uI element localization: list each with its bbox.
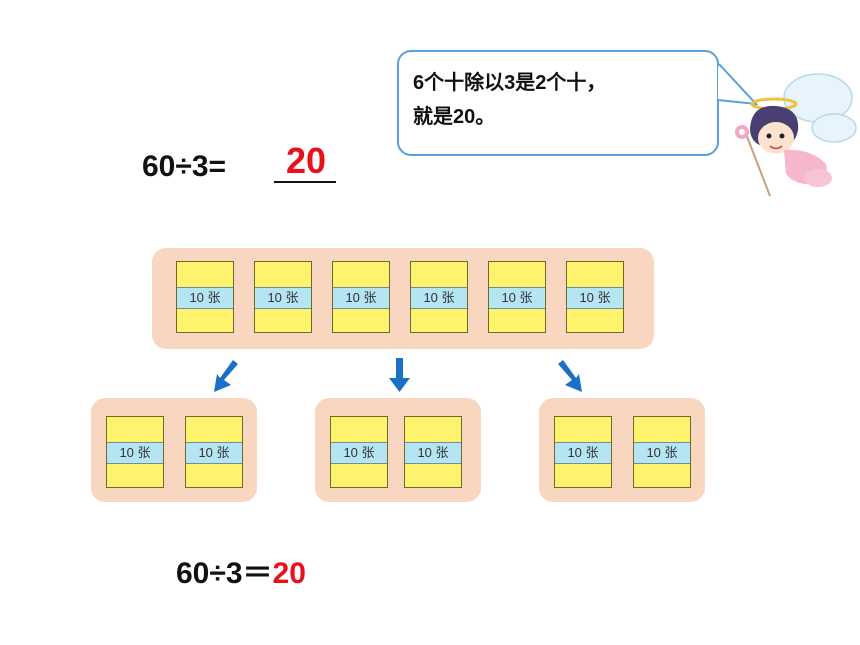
pack-label: 10 张 [107, 442, 163, 464]
paper-pack: 10 张 [554, 416, 612, 488]
speech-line-1: 6个十除以3是2个十， [413, 72, 607, 94]
bottom-equation: 60÷3＝20 [176, 548, 306, 592]
divided-group-2: 10 张 10 张 [315, 398, 481, 502]
speech-bubble: 6个十除以3是2个十， 就是20。 [397, 50, 719, 156]
pack-label: 10 张 [411, 287, 467, 309]
paper-pack: 10 张 [566, 261, 624, 333]
paper-pack: 10 张 [332, 261, 390, 333]
top-group-all-packs: 10 张 10 张 10 张 10 张 10 张 10 张 [152, 248, 654, 349]
pack-label: 10 张 [634, 442, 690, 464]
paper-pack: 10 张 [488, 261, 546, 333]
paper-pack: 10 张 [633, 416, 691, 488]
paper-pack: 10 张 [176, 261, 234, 333]
arrow-down-left-icon [214, 360, 238, 392]
pack-label: 10 张 [489, 287, 545, 309]
pack-label: 10 张 [555, 442, 611, 464]
paper-pack: 10 张 [404, 416, 462, 488]
bottom-equation-answer: 20 [272, 557, 306, 590]
pack-label: 10 张 [331, 442, 387, 464]
pack-label: 10 张 [255, 287, 311, 309]
pack-label: 10 张 [405, 442, 461, 464]
paper-pack: 10 张 [254, 261, 312, 333]
arrow-down-icon [389, 358, 410, 392]
fairy-character [735, 73, 857, 197]
pack-label: 10 张 [333, 287, 389, 309]
pack-label: 10 张 [177, 287, 233, 309]
paper-pack: 10 张 [410, 261, 468, 333]
pack-label: 10 张 [567, 287, 623, 309]
paper-pack: 10 张 [330, 416, 388, 488]
paper-pack: 10 张 [106, 416, 164, 488]
bottom-equation-expression: 60÷3＝ [176, 557, 273, 590]
speech-bubble-tail [717, 63, 759, 106]
top-equation: 60÷3= [142, 150, 227, 183]
speech-line-2: 就是20。 [413, 106, 496, 128]
answer-blank-line [274, 181, 336, 183]
top-equation-answer: 20 [285, 140, 327, 181]
divided-group-3: 10 张 10 张 [539, 398, 705, 502]
divided-group-1: 10 张 10 张 [91, 398, 257, 502]
pack-label: 10 张 [186, 442, 242, 464]
paper-pack: 10 张 [185, 416, 243, 488]
arrow-down-right-icon [558, 360, 582, 392]
